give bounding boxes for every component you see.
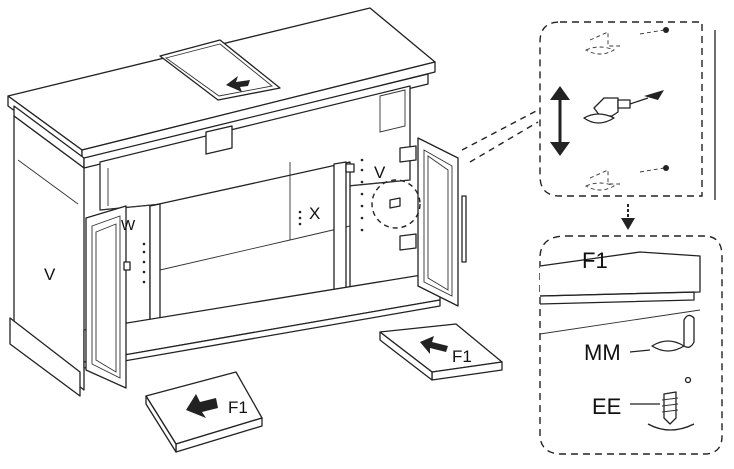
right-door-label: V xyxy=(374,163,386,182)
shelf-right-label: F1 xyxy=(452,347,472,366)
shelf-left-arrow-icon xyxy=(186,394,218,418)
dashed-down-arrow-icon xyxy=(621,204,635,230)
left-panel-label: V xyxy=(44,265,56,284)
detail-shelf-label: F1 xyxy=(582,248,608,273)
double-arrow-icon xyxy=(550,86,570,156)
detail-callout-circle xyxy=(371,179,421,229)
shelf-left xyxy=(145,371,263,453)
screw-label: EE xyxy=(592,394,621,419)
upper-detail-box xyxy=(539,21,716,200)
lower-hinge xyxy=(399,233,417,251)
insert-arrow-icon xyxy=(644,90,664,100)
shelf-right-arrow-icon xyxy=(420,336,448,354)
shelf-left-label: F1 xyxy=(228,398,248,417)
cabinet xyxy=(7,7,539,397)
lower-detail-box xyxy=(539,235,723,455)
shelf-support-label: MM xyxy=(584,340,621,365)
divider-label: X xyxy=(309,204,320,223)
upper-hinge xyxy=(399,145,417,163)
top-insert-arrow-icon xyxy=(226,76,250,92)
screw-icon xyxy=(663,391,677,425)
shelf-right xyxy=(379,323,503,381)
callout-leader xyxy=(461,109,539,163)
top-cutout-panel xyxy=(159,39,281,101)
shelf-support-detail xyxy=(593,97,619,117)
hinge-label: W xyxy=(121,217,136,234)
detail-shelf-slab xyxy=(539,251,701,297)
left-side-panel xyxy=(13,115,85,391)
